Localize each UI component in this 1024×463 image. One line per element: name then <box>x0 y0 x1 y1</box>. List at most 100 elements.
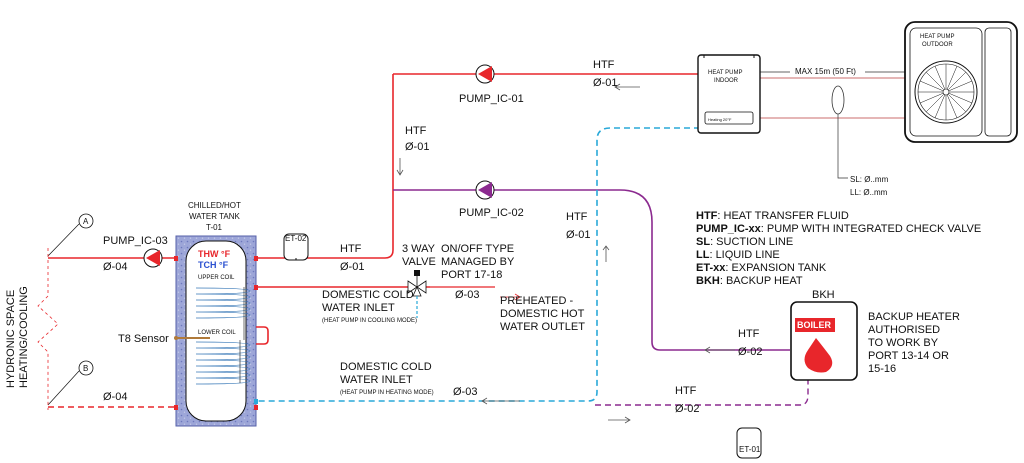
label-hydronic-1: HYDRONIC SPACE <box>5 290 17 388</box>
label-htf-boiler: HTF <box>738 328 760 340</box>
tch-readout: TCH °F <box>198 260 229 270</box>
label-pump-ic01: PUMP_IC-01 <box>459 93 524 105</box>
label-d03-low: Ø-03 <box>453 386 477 398</box>
heat-pump-outdoor <box>904 21 1018 143</box>
label-d01-tank: Ø-01 <box>340 261 364 273</box>
label-htf-top: HTF <box>593 59 615 71</box>
htf-pipe-blue-dashed <box>256 127 710 402</box>
label-onoff-3: PORT 17-18 <box>441 269 502 281</box>
label-d02-boiler: Ø-02 <box>738 346 762 358</box>
htf-pipe-purple-dashed <box>595 380 809 406</box>
label-dcw1-2: WATER INLET <box>322 302 395 314</box>
refrigerant-lines <box>760 77 905 119</box>
marker-b <box>47 360 94 406</box>
lower-coil <box>195 341 251 385</box>
label-preheat-3: WATER OUTLET <box>500 321 585 333</box>
label-t8-sensor: T8 Sensor <box>118 333 169 345</box>
label-pump-ic03: PUMP_IC-03 <box>103 235 168 247</box>
label-dcw1-3: (HEAT PUMP IN COOLING MODE) <box>322 318 417 324</box>
marker-b-label: B <box>83 364 88 373</box>
legend-row: BKH: BACKUP HEAT <box>696 275 803 287</box>
tank-title-3: T-01 <box>206 223 223 232</box>
legend-row: ET-xx: EXPANSION TANK <box>696 262 827 274</box>
legend-row: LL: LIQUID LINE <box>696 249 780 261</box>
legend-row: PUMP_IC-xx: PUMP WITH INTEGRATED CHECK V… <box>696 223 981 235</box>
label-et01: ET-01 <box>739 445 761 454</box>
pump-ic-01 <box>475 64 495 84</box>
label-d02-bottom: Ø-02 <box>675 403 699 415</box>
marker-a-label: A <box>83 217 89 226</box>
label-dcw2-2: WATER INLET <box>340 374 413 386</box>
label-backup-5: 15-16 <box>868 363 896 375</box>
three-way-valve <box>407 270 427 318</box>
label-htf-bottom: HTF <box>675 385 697 397</box>
water-tank-t01 <box>174 235 269 427</box>
line-leader <box>837 114 848 179</box>
label-bkh: BKH <box>812 289 835 301</box>
label-backup-3: TO WORK BY <box>868 337 939 349</box>
label-onoff-2: MANAGED BY <box>441 256 515 268</box>
label-d01-right: Ø-01 <box>566 229 590 241</box>
label-hp-outdoor-2: OUTDOOR <box>922 42 953 48</box>
thw-readout: THW °F <box>198 249 231 259</box>
htf-pipe-purple <box>393 189 790 351</box>
coil-loop-link <box>256 326 269 345</box>
pump-ic-03 <box>143 248 163 268</box>
label-hp-indoor-1: HEAT PUMP <box>708 70 742 76</box>
label-backup-1: BACKUP HEATER <box>868 311 960 323</box>
label-backup-2: AUTHORISED <box>868 324 940 336</box>
legend: HTF: HEAT TRANSFER FLUID PUMP_IC-xx: PUM… <box>696 210 981 287</box>
label-htf-mid: HTF <box>405 125 427 137</box>
hydronic-boundary <box>37 248 59 410</box>
label-preheat-2: DOMESTIC HOT <box>500 308 585 320</box>
hp-indoor-display: Heating 20°F <box>708 117 732 122</box>
label-ll: LL: Ø..mm <box>850 188 888 197</box>
expansion-tank-et02 <box>283 233 309 261</box>
label-valve-1: 3 WAY <box>402 243 436 255</box>
label-backup-4: PORT 13-14 OR <box>868 350 949 362</box>
legend-row: SL: SUCTION LINE <box>696 236 793 248</box>
label-sl: SL: Ø..mm <box>850 175 889 184</box>
flow-arrow-up <box>602 245 610 262</box>
label-dcw2-3: (HEAT PUMP IN HEATING MODE) <box>340 390 434 396</box>
tank-title-2: WATER TANK <box>189 212 240 221</box>
tank-title-1: CHILLED/HOT <box>188 201 241 210</box>
label-d04-low: Ø-04 <box>103 391 127 403</box>
label-d01-mid: Ø-01 <box>405 141 429 153</box>
flow-arrow-dcw <box>481 397 520 405</box>
label-onoff-1: ON/OFF TYPE <box>441 243 514 255</box>
label-hp-indoor-2: INDOOR <box>714 78 739 84</box>
label-d01-top: Ø-01 <box>593 77 617 89</box>
label-boiler: BOILER <box>797 320 832 330</box>
label-preheat-1: PREHEATED - <box>500 295 573 307</box>
flame-icon <box>804 338 833 373</box>
htf-pipe-riser <box>256 74 394 259</box>
label-d04-top: Ø-04 <box>103 261 127 273</box>
marker-a <box>47 213 94 257</box>
flow-arrow-bottom <box>608 416 631 424</box>
line-bundle-marker <box>831 85 845 115</box>
label-d03-mid: Ø-03 <box>455 289 479 301</box>
label-upper-coil: UPPER COIL <box>198 275 235 281</box>
upper-coil <box>195 287 251 319</box>
label-et02: ET-02 <box>285 234 307 243</box>
heat-pump-indoor <box>697 54 761 134</box>
flow-arrow-top <box>614 83 640 91</box>
pump-ic-02 <box>475 180 495 200</box>
label-valve-2: VALVE <box>402 256 436 268</box>
flow-arrow-dhw <box>500 293 521 301</box>
label-htf-right: HTF <box>566 211 588 223</box>
label-htf-tank: HTF <box>340 243 362 255</box>
flow-arrow-boiler <box>704 346 735 354</box>
backup-boiler <box>790 301 858 381</box>
legend-row: HTF: HEAT TRANSFER FLUID <box>696 210 849 222</box>
label-lower-coil: LOWER COIL <box>198 330 236 336</box>
label-dcw1-1: DOMESTIC COLD <box>322 289 414 301</box>
label-max-run: MAX 15m (50 Ft) <box>795 67 856 76</box>
label-hp-outdoor-1: HEAT PUMP <box>920 34 954 40</box>
expansion-tank-et01 <box>736 427 762 459</box>
label-dcw2-1: DOMESTIC COLD <box>340 361 432 373</box>
flow-arrow-down <box>396 158 404 176</box>
label-hydronic-2: HEATING/COOLING <box>18 286 30 388</box>
